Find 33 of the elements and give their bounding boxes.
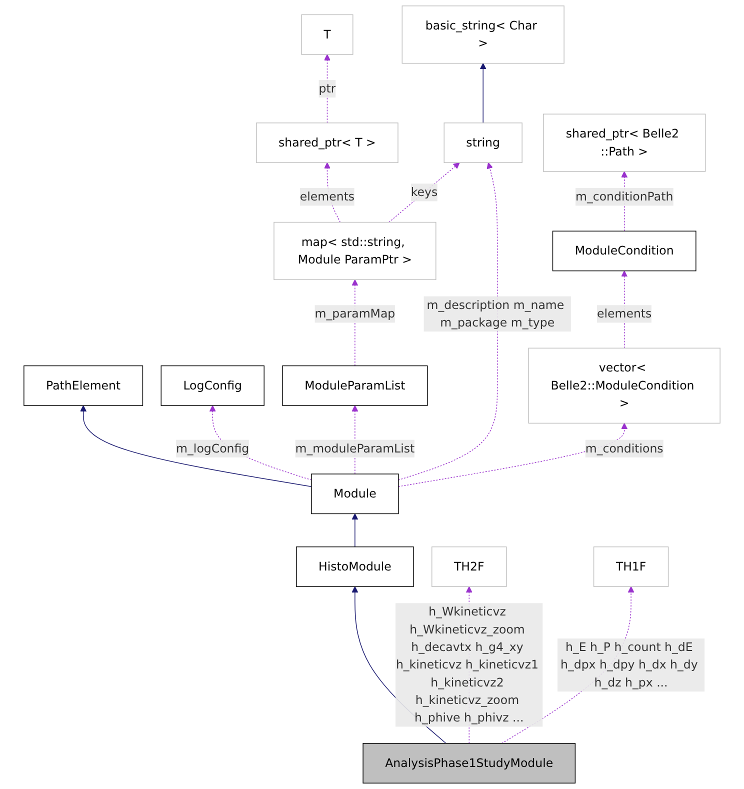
edge-label: elements — [596, 306, 652, 321]
node-box: TH1F — [593, 546, 669, 587]
edge-label: m_paramMap — [314, 306, 396, 321]
edge-label: m_logConfig — [176, 441, 250, 456]
edge-label: m_description m_name m_package m_type — [426, 298, 564, 330]
arrow — [352, 513, 358, 548]
node-box: vector< Belle2::ModuleCondition > — [528, 348, 720, 424]
node-box: Module — [311, 474, 399, 514]
edge-label: m_moduleParamList — [295, 441, 415, 456]
node-box: shared_ptr< Belle2 ::Path > — [543, 114, 706, 172]
node-box: AnalysisPhase1StudyModule — [362, 743, 576, 784]
edge-label: ptr — [318, 81, 336, 96]
edge-label: h_E h_P h_count h_dE h_dpx h_dpy h_dx h_dy h_dz h_px ... — [560, 640, 698, 690]
node-box: T — [301, 14, 354, 55]
node-box: string — [444, 122, 522, 164]
edge-label: keys — [410, 185, 438, 200]
node-box: basic_string< Char > — [402, 6, 564, 64]
edge-label: m_conditions — [585, 441, 664, 456]
edge-label: m_conditionPath — [576, 190, 674, 204]
node-box: map< std::string, Module ParamPtr > — [274, 222, 436, 280]
edge-label: h_Wkineticvz h_Wkineticvz_zoom h_decavtx h_g4_xy h_kineticvz h_kineticvz1 h_kineticvz2 h_kineticvz_zoom h_phive h_phivz ... — [396, 604, 539, 725]
edge-label: elements — [300, 190, 355, 204]
arrow — [480, 63, 486, 124]
node-box: ModuleCondition — [552, 230, 696, 272]
arrow — [398, 162, 498, 480]
node-box: PathElement — [24, 365, 144, 406]
node-box: HistoModule — [296, 546, 414, 587]
node-box: ModuleParamList — [282, 365, 428, 406]
arrow — [398, 422, 628, 487]
arrow — [388, 162, 460, 223]
node-box: shared_ptr< T > — [256, 122, 398, 164]
node-box: TH2F — [432, 546, 507, 587]
node-box: LogConfig — [160, 365, 264, 406]
